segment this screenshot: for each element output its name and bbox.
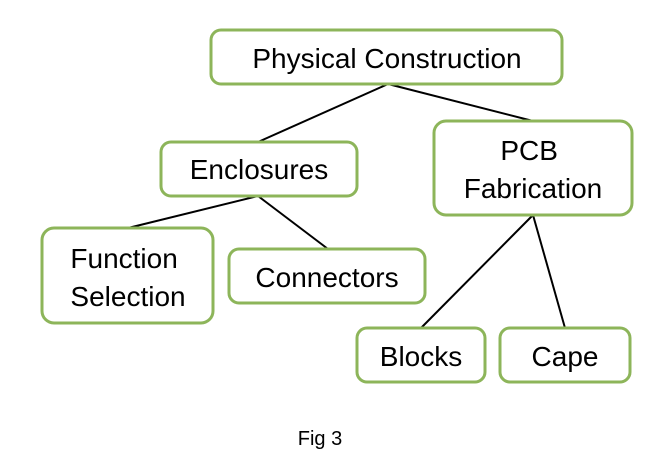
figure-caption: Fig 3: [297, 428, 343, 450]
svg-text:Physical Construction: Physical Construction: [252, 43, 521, 74]
svg-text:Enclosures: Enclosures: [190, 154, 329, 185]
node-pcb-fabrication: PCB Fabrication: [432, 119, 634, 217]
node-connectors: Connectors: [227, 247, 427, 305]
svg-text:Connectors: Connectors: [255, 262, 398, 293]
svg-text:Blocks: Blocks: [380, 341, 462, 372]
edge-root-pcb: [387, 83, 534, 122]
edge-enclosures-function-selection: [127, 195, 259, 229]
node-cape-label: Cape: [532, 341, 599, 372]
node-enclosures-label: Enclosures: [190, 154, 329, 185]
connector-lines: [127, 83, 566, 329]
edge-root-enclosures: [257, 83, 389, 143]
node-blocks-label: Blocks: [380, 341, 462, 372]
node-cape: Cape: [498, 326, 632, 384]
edge-pcb-cape: [532, 214, 566, 329]
edge-pcb-blocks: [420, 214, 534, 329]
node-physical-construction: Physical Construction: [209, 28, 564, 86]
node-blocks: Blocks: [355, 326, 487, 384]
node-physical-construction-label: Physical Construction: [252, 43, 521, 74]
edge-enclosures-connectors: [257, 195, 329, 250]
node-function-selection-line-1: Function: [70, 243, 177, 274]
svg-text:PCB Fabrication: PCB Fabrication: [464, 135, 603, 204]
node-pcb-fabrication-line-2: Fabrication: [464, 173, 603, 204]
svg-text:Cape: Cape: [532, 341, 599, 372]
node-function-selection: Function Selection: [40, 226, 215, 325]
node-function-selection-line-2: Selection: [70, 281, 185, 312]
node-pcb-fabrication-line-1: PCB: [500, 135, 558, 166]
node-enclosures: Enclosures: [159, 140, 359, 198]
svg-text:Function Selection: Function Selection: [70, 243, 185, 312]
node-connectors-label: Connectors: [255, 262, 398, 293]
